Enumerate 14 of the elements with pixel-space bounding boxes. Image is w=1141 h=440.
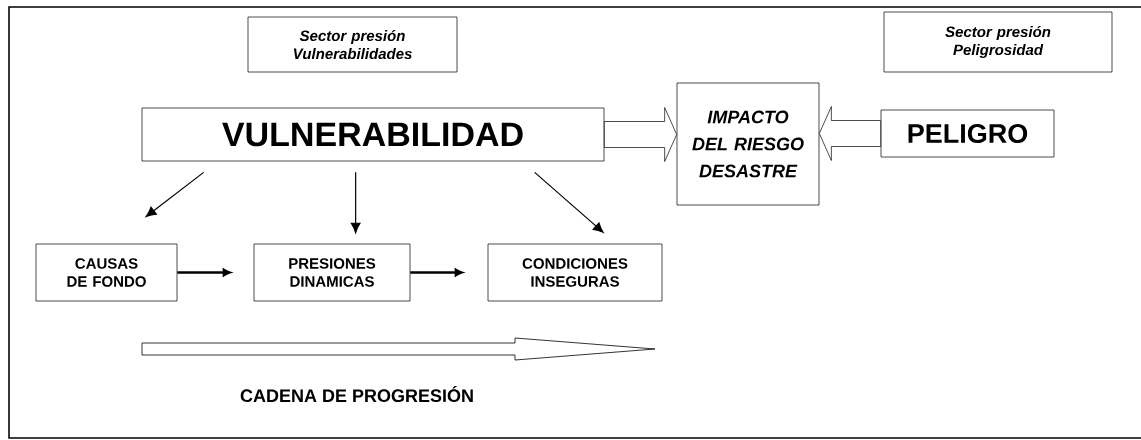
block-arrow bbox=[604, 107, 677, 162]
sector-box: Sector presión Vulnerabilidades bbox=[247, 16, 458, 73]
chain-label: CADENA DE PROGRESIÓN bbox=[240, 385, 473, 403]
process-box: CAUSAS DE FONDO bbox=[35, 243, 178, 302]
arrow bbox=[350, 171, 361, 234]
main-box: VULNERABILIDAD bbox=[141, 107, 605, 162]
impact-box: IMPACTO DEL RIESGO DESASTRE bbox=[676, 82, 820, 206]
process-box: PRESIONES DINAMICAS bbox=[253, 243, 411, 302]
arrow bbox=[534, 171, 604, 233]
hazard-box: PELIGRO bbox=[880, 109, 1055, 158]
process-box: CONDICIONES INSEGURAS bbox=[487, 243, 663, 302]
sector-box: Sector presión Peligrosidad bbox=[883, 11, 1113, 73]
block-arrow bbox=[819, 106, 881, 161]
arrow bbox=[145, 171, 205, 217]
